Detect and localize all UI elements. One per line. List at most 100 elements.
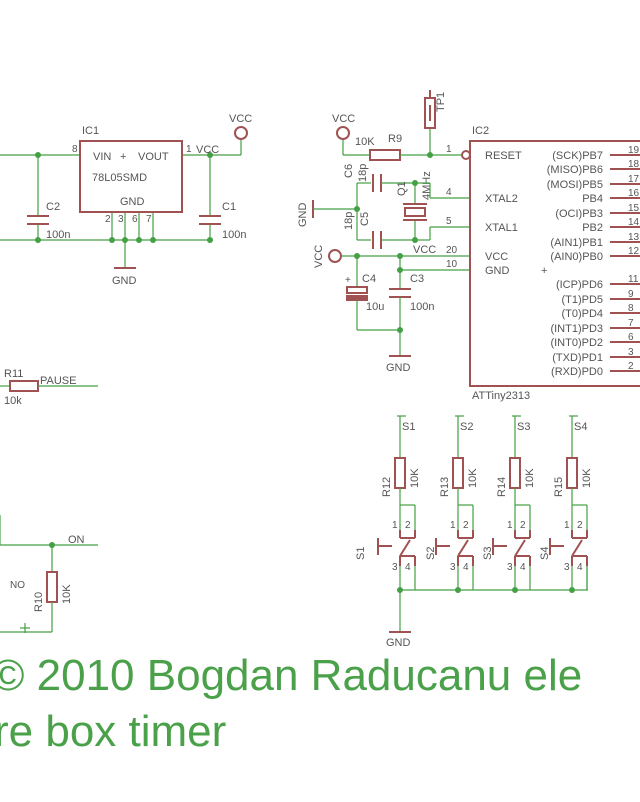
resistor-label: R12 [381,477,393,497]
ic1-vin: VIN [93,151,111,163]
ic2-right-pin-name: (INT0)PD2 [550,337,603,349]
c5-label: C5 [359,212,371,226]
c4-value: 10u [366,301,384,313]
switch-label: S3 [482,547,494,560]
c4-label: C4 [362,273,376,285]
ic2-right-pin-num: 19 [628,145,640,156]
tp1-label: TP1 [435,92,447,112]
switch-contact [457,539,469,557]
switch-pin-4: 4 [405,562,411,573]
vcc-terminal-2 [336,126,350,140]
net-label: S3 [517,421,530,433]
switch-pin-1: 1 [507,520,513,531]
ic2-right-pin-num: 14 [628,217,640,228]
ic2-right-pin-num: 8 [628,303,634,314]
switch-label: S2 [425,547,437,560]
ic2-right-pin-name: (AIN1)PB1 [550,237,603,249]
switch-pin-1: 1 [392,520,398,531]
ic2-right-pin-name: (MOSI)PB5 [547,179,603,191]
pullup-resistor [509,457,521,489]
c1-value: 100n [222,229,246,241]
ic2-left-pin-name: GND [485,265,510,277]
c5-value: 18p [343,212,355,230]
switch-pin-2: 2 [463,520,469,531]
ic2-right-pin-name: (T1)PD5 [561,294,603,306]
ic2-right-pin-num: 6 [628,332,634,343]
ic2-part: ATTiny2313 [472,390,530,402]
c6-value: 18p [357,164,369,182]
r11-body [9,380,39,392]
pullup-resistor [566,457,578,489]
gnd-label-2: GND [297,203,309,228]
reset-pin-bubble [461,150,471,160]
ic1-vout: VOUT [138,151,169,163]
pause-net: PAUSE [40,375,76,387]
ic2-left-pin-name: XTAL1 [485,222,518,234]
q1-value: 4MHz [421,171,433,200]
vcc-label-3: VCC [313,245,325,268]
resistor-value: 10K [409,468,421,488]
ic2-right-pin-name: (RXD)PD0 [551,366,603,378]
ic2-right-pin-num: 16 [628,188,640,199]
c1-label: C1 [222,201,236,213]
ic2-right-pin-num: 18 [628,159,640,170]
r10-label: R10 [33,592,45,612]
q1-label: Q1 [396,181,408,196]
ic2-plus: + [541,265,547,277]
ic2-right-pin-num: 12 [628,246,640,257]
switch-pin-1: 1 [564,520,570,531]
c2-value: 100n [46,229,70,241]
switch-contact [399,539,411,557]
vcc-net-ic2: VCC [413,244,436,256]
ic1-pin7: 7 [146,214,152,225]
switch-contact [514,539,526,557]
resistor-value: 10K [524,468,536,488]
ic1-gnd: GND [120,196,145,208]
q1-body [404,207,426,217]
on-section: ON R10 10K NO [0,515,98,633]
switch-pin-3: 3 [507,562,513,573]
c4-plus: + [345,275,351,286]
net-label: S1 [402,421,415,433]
r9-body [369,149,401,161]
ic2-right-pin-num: 3 [628,347,634,358]
ic2-right-pin-name: (TXD)PD1 [552,352,603,364]
title-text: re box timer [0,707,226,756]
c4-plate-top [346,286,368,294]
resistor-value: 10K [467,468,479,488]
ic2-right-pin-name: (SCK)PB7 [552,150,603,162]
resistor-value: 10K [581,468,593,488]
vcc-label-2: VCC [332,113,355,125]
c4-plate-bottom [346,295,368,301]
switch-pin-3: 3 [564,562,570,573]
ic1-pin6: 6 [132,214,138,225]
ic1-vcc-net: VCC [196,144,219,156]
vcc-terminal-3 [328,249,342,263]
on-net: ON [68,534,85,546]
r9-value: 10K [355,136,375,148]
pullup-resistor [452,457,464,489]
no-label: NO [10,580,25,591]
ic2-right-pin-num: 13 [628,232,640,243]
r10-body [46,571,58,603]
vcc-label-1: VCC [229,113,252,125]
ic2-left-pin-name: RESET [485,150,522,162]
ic1-label: IC1 [82,125,99,137]
switch-pin-2: 2 [577,520,583,531]
ic2-body [469,140,640,387]
ic2-left-pin-num: 20 [446,245,458,256]
ic2-right-pin-num: 17 [628,174,640,185]
c6-label: C6 [343,164,355,178]
switch-pin-3: 3 [392,562,398,573]
switch-pin-1: 1 [450,520,456,531]
c3-value: 100n [410,301,434,313]
switch-contact [571,539,583,557]
ic2-label: IC2 [472,125,489,137]
ic2-right-pin-name: (OCI)PB3 [555,208,603,220]
